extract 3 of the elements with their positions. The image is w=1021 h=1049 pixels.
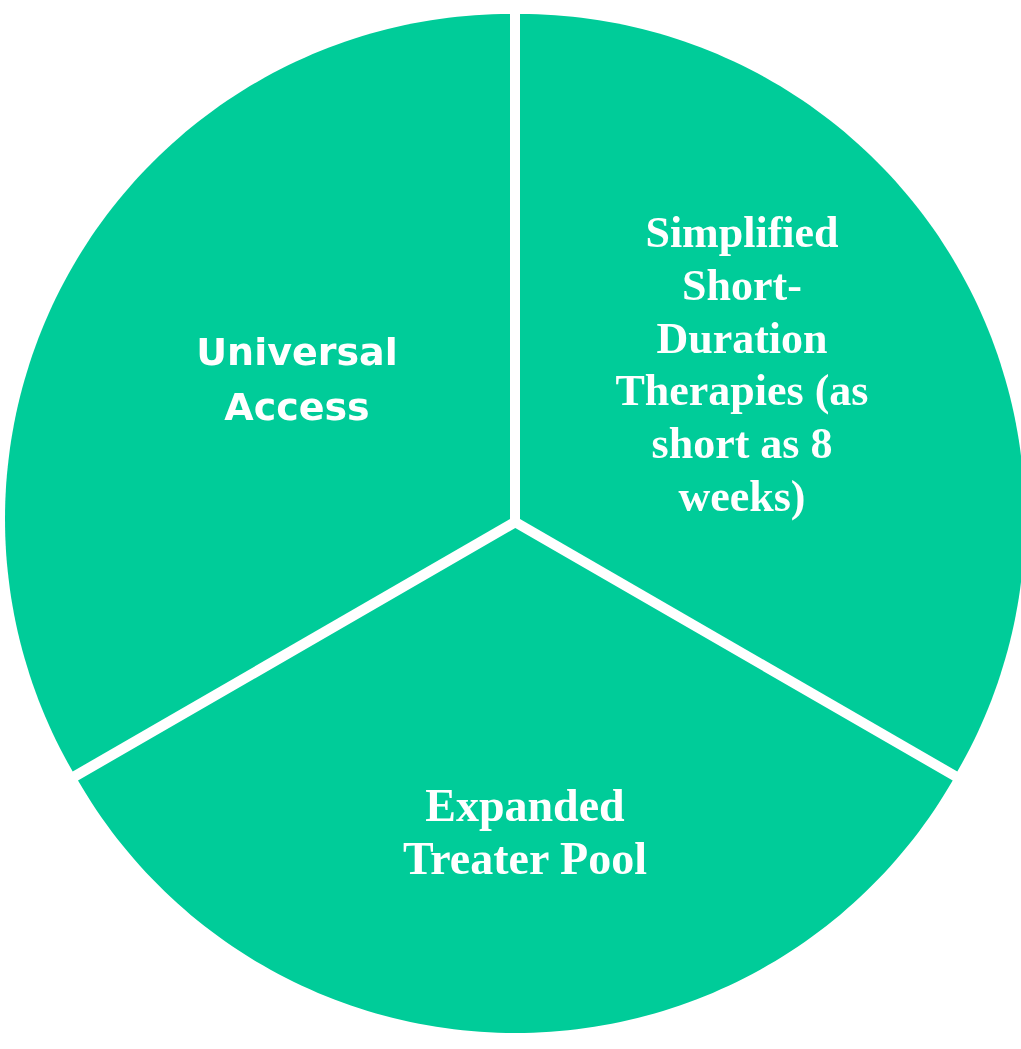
- sector-label: Expanded Treater Pool: [402, 780, 648, 886]
- sector-label: Simplified Short-Duration Therapies (as short as 8 weeks): [614, 206, 870, 523]
- sector-label: Universal Access: [195, 328, 399, 431]
